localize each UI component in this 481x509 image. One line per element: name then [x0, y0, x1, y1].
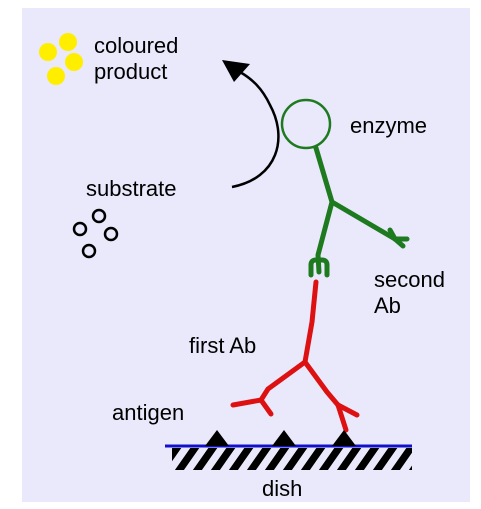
arrow-head: [222, 60, 250, 82]
substrate-circles: [72, 208, 119, 259]
label-second: second: [374, 267, 445, 292]
label-ab: Ab: [374, 293, 401, 318]
label-coloured: coloured: [94, 33, 178, 58]
second-ab-grip: [308, 257, 330, 278]
second-antibody: [280, 98, 410, 278]
first-ab-left-arm: [230, 359, 308, 408]
label-dish: dish: [262, 476, 302, 501]
product-dot: [47, 67, 65, 85]
first-antibody: [230, 279, 360, 433]
second-ab-fork-tip: [392, 236, 406, 249]
coloured-product-dots: [39, 33, 83, 85]
substrate-circle: [72, 221, 88, 237]
enzyme-circle: [280, 98, 332, 150]
product-dot: [39, 43, 57, 61]
label-first-ab: first Ab: [189, 333, 256, 358]
second-ab-stem: [313, 145, 335, 275]
label-product: product: [94, 59, 167, 84]
reaction-arrow: [231, 70, 280, 189]
substrate-circle: [81, 243, 97, 259]
antigen-triangle: [272, 430, 296, 446]
first-ab-right-fork: [335, 402, 349, 433]
antigen-triangle: [205, 430, 229, 446]
antigens: [205, 430, 356, 446]
substrate-circle: [91, 208, 107, 224]
substrate-circle: [103, 226, 119, 242]
label-substrate: substrate: [86, 176, 177, 201]
product-dot: [65, 53, 83, 71]
first-ab-left-fork: [258, 397, 274, 417]
dish-hatch: [172, 448, 412, 470]
label-enzyme: enzyme: [350, 113, 427, 138]
background-panel: [22, 8, 470, 502]
first-ab-stem: [302, 279, 319, 365]
first-ab-right-fork-2: [335, 402, 360, 418]
label-antigen: antigen: [112, 400, 184, 425]
second-ab-arm: [329, 199, 398, 242]
first-ab-right-arm: [302, 359, 341, 408]
product-dot: [59, 33, 77, 51]
antigen-triangle: [332, 430, 356, 446]
